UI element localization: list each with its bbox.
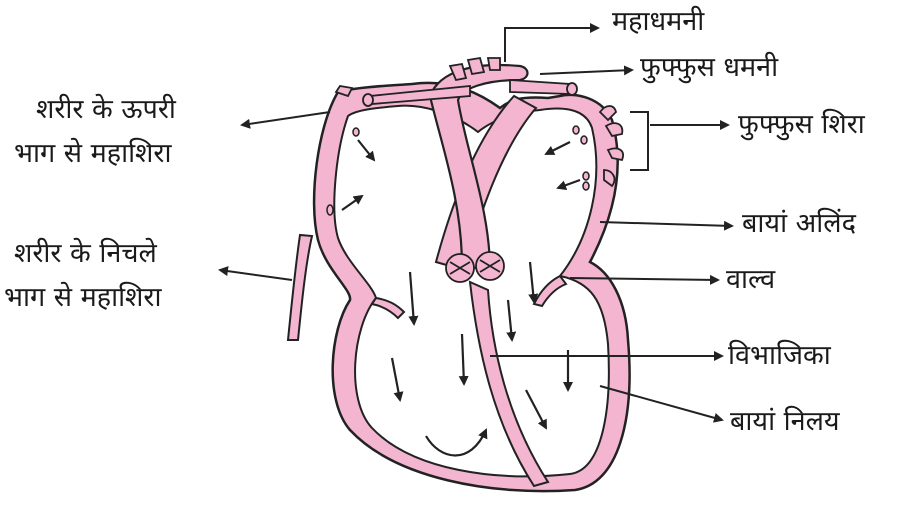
pulmonary-vein-bracket: [630, 112, 648, 170]
aorta-branch-2: [468, 58, 484, 74]
inferior-vena-cava-label-line2: भाग से महाशिरा: [4, 280, 161, 316]
pulmonary-artery-left: [510, 80, 570, 94]
aorta-label: महाधमनी: [612, 4, 704, 40]
aorta-branch-3: [488, 58, 500, 70]
valve-label: वाल्व: [726, 262, 775, 298]
septum-label: विभाजिका: [728, 338, 831, 374]
left-atrium-label: बायां अलिंद: [742, 206, 856, 242]
superior-vena-cava-label-line2: भाग से महाशिरा: [14, 136, 171, 172]
inferior-vena-cava-label-line1: शरीर के निचले: [14, 236, 157, 272]
pulmonary-artery-label: फुफ्फुस धमनी: [640, 50, 778, 86]
superior-vena-cava-label-line1: शरीर के ऊपरी: [36, 92, 176, 128]
pulmonary-vein-label: फुफ्फुस शिरा: [738, 107, 865, 143]
inferior-vena-cava: [288, 235, 312, 340]
left-ventricle-label: बायां निलय: [730, 404, 840, 440]
